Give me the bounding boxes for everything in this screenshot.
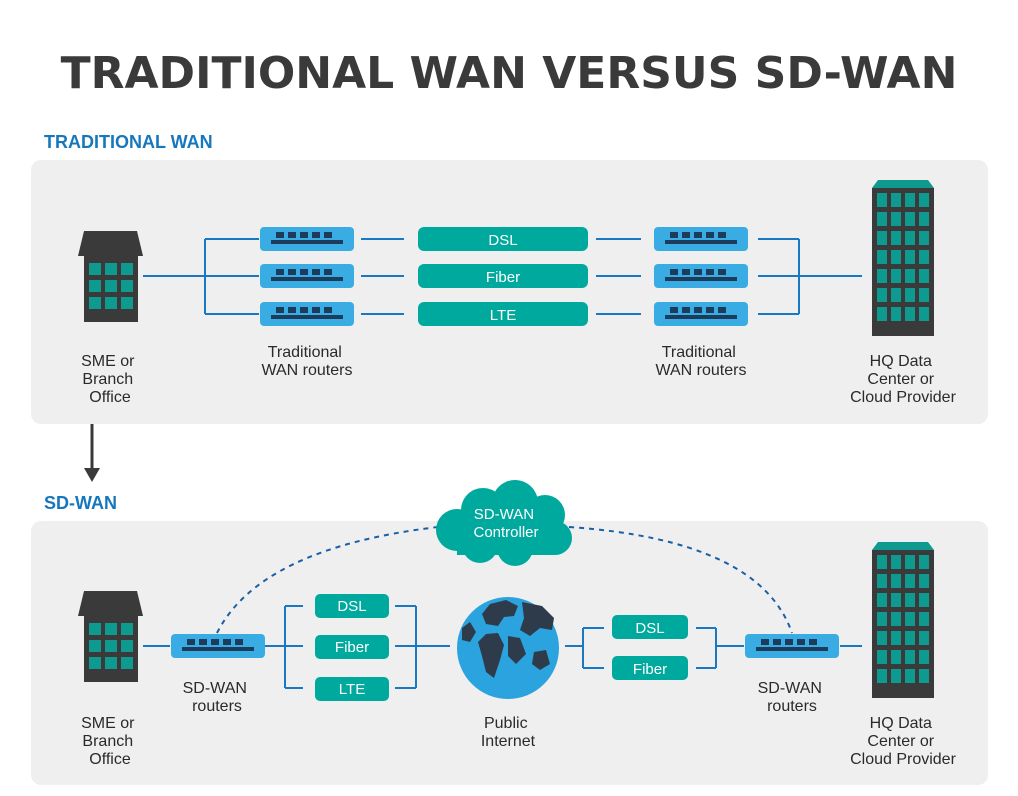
traditional-router-icon: [654, 302, 748, 326]
public-internet-label: Public Internet: [481, 715, 536, 750]
svg-text:DSL: DSL: [337, 598, 366, 615]
sdwan-link-pill-dsl: DSL: [315, 594, 389, 618]
svg-text:Fiber: Fiber: [633, 661, 667, 678]
traditional-router-icon: [260, 302, 354, 326]
sdwan-branch-office-label: SME or Branch Office: [81, 715, 139, 768]
svg-text:Fiber: Fiber: [486, 269, 520, 286]
branch-office-building-icon: [78, 231, 143, 322]
transition-arrow-icon: [84, 424, 100, 482]
traditional-wires: [143, 238, 862, 315]
sdwan-hq-label: HQ Data Center or Cloud Provider: [850, 715, 957, 768]
sdwan-right-link-pill-fiber: Fiber: [612, 656, 688, 680]
svg-text:DSL: DSL: [635, 620, 664, 637]
traditional-wan-panel: [31, 160, 988, 424]
svg-text:DSL: DSL: [488, 232, 517, 249]
sdwan-link-pill-lte: LTE: [315, 677, 389, 701]
sdwan-router-icon: [745, 634, 839, 658]
svg-text:Fiber: Fiber: [335, 639, 369, 656]
traditional-router-icon: [654, 264, 748, 288]
hq-datacenter-building-icon: [872, 542, 934, 698]
link-pill-lte: LTE: [418, 302, 588, 326]
traditional-wan-heading: TRADITIONAL WAN: [44, 132, 213, 152]
sdwan-router-icon: [171, 634, 265, 658]
hq-label: HQ Data Center or Cloud Provider: [850, 353, 957, 406]
right-sdwan-router-label: SD-WAN routers: [758, 680, 827, 715]
svg-text:LTE: LTE: [339, 681, 365, 698]
sdwan-controller-cloud-icon: [436, 480, 572, 566]
traditional-router-icon: [260, 264, 354, 288]
traditional-router-icon: [654, 227, 748, 251]
sdwan-wires: [143, 605, 862, 689]
page-title: TRADITIONAL WAN VERSUS SD-WAN: [61, 48, 958, 99]
sdwan-link-pill-fiber: Fiber: [315, 635, 389, 659]
public-internet-globe-icon: [457, 597, 559, 699]
sdwan-right-link-pill-dsl: DSL: [612, 615, 688, 639]
link-pill-fiber: Fiber: [418, 264, 588, 288]
left-routers-label: Traditional WAN routers: [262, 344, 353, 379]
traditional-router-icon: [260, 227, 354, 251]
branch-office-building-icon: [78, 591, 143, 682]
left-sdwan-router-label: SD-WAN routers: [183, 680, 252, 715]
right-routers-label: Traditional WAN routers: [656, 344, 747, 379]
link-pill-dsl: DSL: [418, 227, 588, 251]
controller-label: SD-WAN Controller: [473, 506, 538, 541]
sdwan-heading: SD-WAN: [44, 493, 117, 513]
svg-text:LTE: LTE: [490, 307, 516, 324]
branch-office-label: SME or Branch Office: [81, 353, 139, 406]
hq-datacenter-building-icon: [872, 180, 934, 336]
controller-link-left: [216, 526, 439, 634]
